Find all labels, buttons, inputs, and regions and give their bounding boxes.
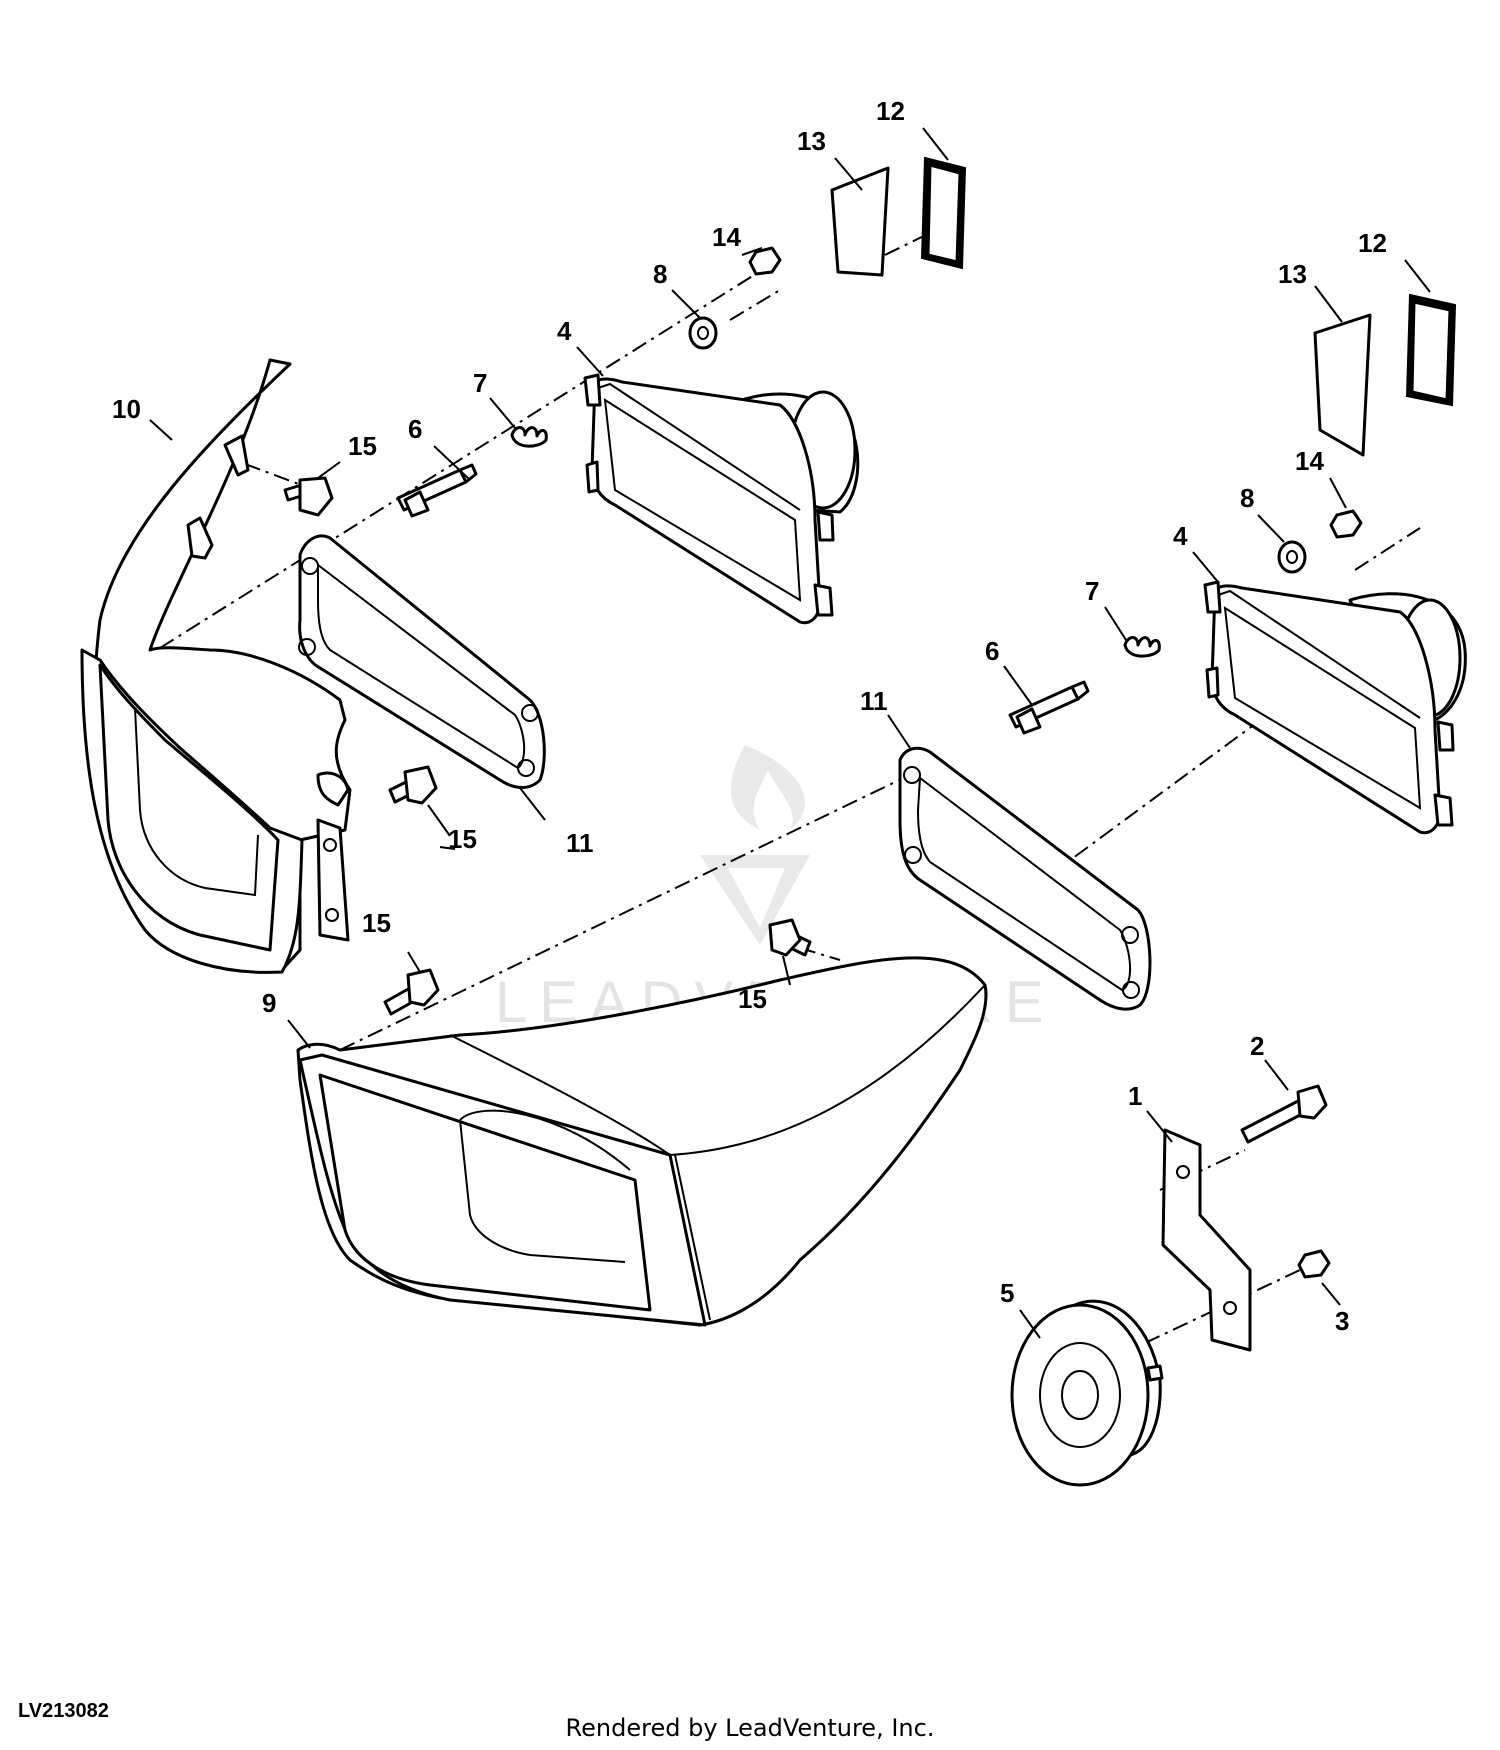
washer-8-lower (1277, 540, 1307, 574)
callout-8-upper: 8 (653, 259, 667, 289)
nut-3 (1297, 1249, 1331, 1279)
callout-7-lower: 7 (1085, 576, 1099, 606)
stud-6-lower (1008, 680, 1090, 735)
screw-15-a (283, 476, 334, 517)
callout-labels: 1 2 3 4 4 5 6 6 7 7 8 8 9 10 11 11 12 12… (112, 96, 1387, 1336)
screw-15-b (388, 765, 438, 805)
upper-headlamp (583, 373, 860, 625)
callout-13-lower: 13 (1278, 259, 1307, 289)
spring-7-lower (1123, 636, 1161, 658)
callout-11-right: 11 (860, 686, 888, 716)
callout-15-b: 15 (448, 824, 477, 854)
horn (1010, 1299, 1164, 1487)
lower-headlamp (1203, 580, 1467, 835)
callout-4-upper: 4 (557, 316, 572, 346)
horn-bracket (1161, 1128, 1252, 1352)
right-gasket (898, 746, 1152, 1011)
callout-10: 10 (112, 394, 141, 424)
left-gasket (298, 534, 546, 789)
stud-6-upper (396, 463, 478, 518)
callout-9: 9 (262, 988, 276, 1018)
callout-13-upper: 13 (797, 126, 826, 156)
callout-2: 2 (1250, 1031, 1264, 1061)
callout-5: 5 (1000, 1278, 1014, 1308)
callout-15-d: 15 (738, 984, 767, 1014)
callout-11-left: 11 (566, 828, 594, 858)
callout-12-upper: 12 (876, 96, 905, 126)
screw-15-c (383, 968, 440, 1016)
screw-15-d (768, 918, 812, 957)
nut-14-lower (1329, 509, 1363, 539)
callout-6-lower: 6 (985, 636, 999, 666)
leader-lines (149, 127, 1431, 1339)
right-headlight-housing (296, 956, 988, 1327)
figure-id: LV213082 (18, 1700, 109, 1722)
callout-15-a: 15 (348, 431, 377, 461)
callout-15-c: 15 (362, 908, 391, 938)
washer-8-upper (688, 316, 718, 350)
decal-set-upper (830, 156, 967, 277)
callout-14-upper: 14 (712, 222, 741, 252)
callout-1: 1 (1128, 1081, 1142, 1111)
callout-3: 3 (1335, 1306, 1349, 1336)
decal-13-lower (1313, 313, 1372, 457)
bolt-2 (1240, 1084, 1328, 1144)
callout-8-lower: 8 (1240, 483, 1254, 513)
footer-credit: Rendered by LeadVenture, Inc. (565, 1714, 935, 1742)
callout-6-upper: 6 (408, 414, 422, 444)
callout-4-lower: 4 (1173, 521, 1188, 551)
callout-12-lower: 12 (1358, 228, 1387, 258)
callout-14-lower: 14 (1295, 446, 1324, 476)
left-headlight-housing (80, 358, 352, 974)
decal-13-upper (830, 166, 890, 277)
callout-7-upper: 7 (473, 368, 487, 398)
nut-14-upper (748, 246, 782, 276)
decal-set-lower (1313, 293, 1457, 457)
spring-7-upper (510, 426, 548, 448)
